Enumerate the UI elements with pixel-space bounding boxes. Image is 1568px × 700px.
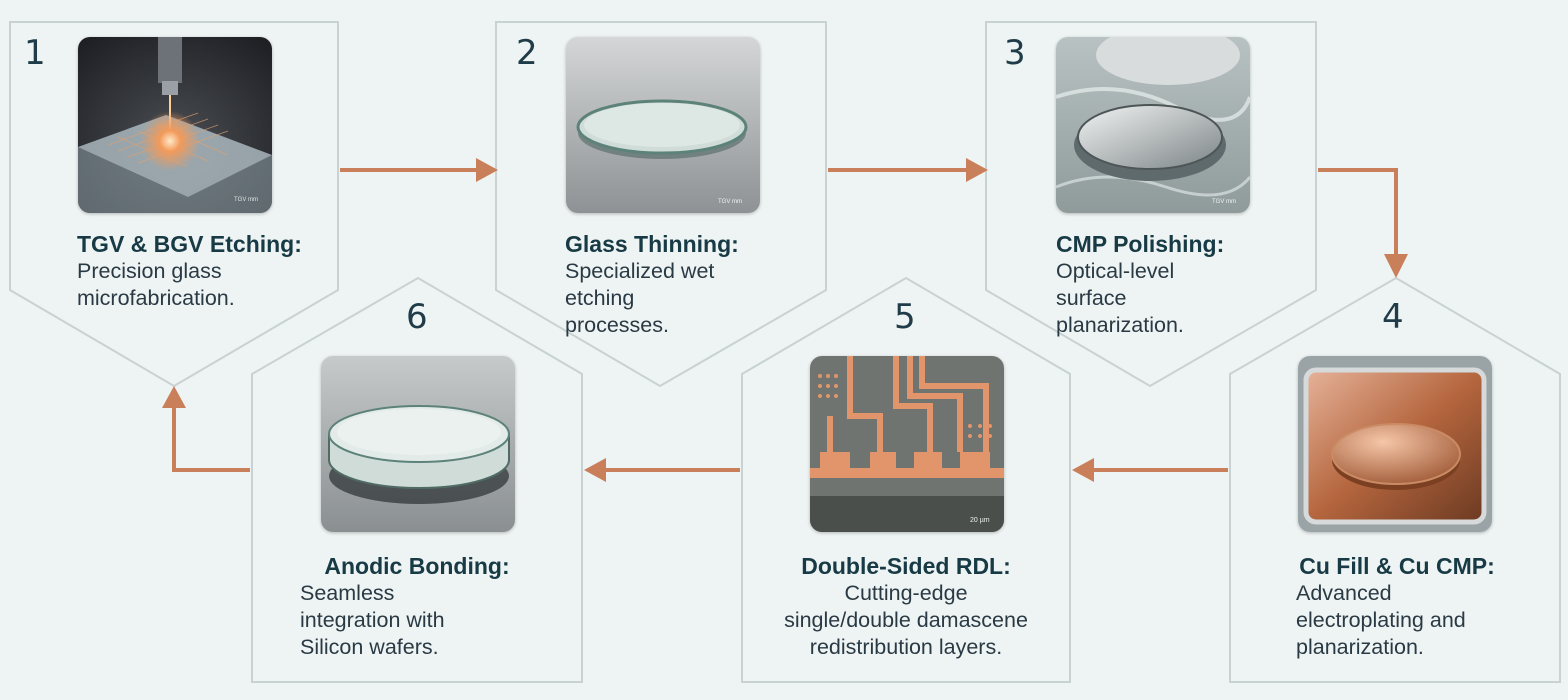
laser-etching-image: TGV mm xyxy=(78,37,272,213)
step-description: Specialized wet etching processes. xyxy=(565,258,739,339)
arrowhead-1 xyxy=(162,386,186,408)
step-1-label: TGV & BGV Etching: Precision glass micro… xyxy=(77,230,302,312)
step-description: Precision glass microfabrication. xyxy=(77,258,302,312)
step-title: TGV & BGV Etching: xyxy=(77,230,302,258)
step-6-label: Anodic Bonding: Seamless integration wit… xyxy=(272,552,562,661)
arrowhead-6 xyxy=(584,458,606,482)
glass-wafer-image: TGV mm xyxy=(566,37,760,213)
step-title: Anodic Bonding: xyxy=(272,552,562,580)
step-title: Cu Fill & Cu CMP: xyxy=(1262,552,1532,580)
arrowhead-5 xyxy=(1072,458,1094,482)
svg-text:TGV mm: TGV mm xyxy=(1212,199,1236,205)
step-title: CMP Polishing: xyxy=(1056,230,1224,258)
copper-plating-image xyxy=(1298,356,1492,532)
step-description: Advanced electroplating and planarizatio… xyxy=(1262,580,1532,661)
svg-text:TGV mm: TGV mm xyxy=(234,197,258,203)
step-2-label: Glass Thinning: Specialized wet etching … xyxy=(565,230,739,339)
cmp-polishing-image: TGV mm xyxy=(1056,37,1250,213)
bonded-wafer-image xyxy=(321,356,515,532)
arrowhead-2 xyxy=(476,158,498,182)
arrowhead-3 xyxy=(966,158,988,182)
svg-text:20 µm: 20 µm xyxy=(970,517,990,524)
step-description: Optical-level surface planarization. xyxy=(1056,258,1224,339)
arrow-6-to-1 xyxy=(174,408,250,470)
step-description: Cutting-edge single/double damascene red… xyxy=(756,580,1056,661)
step-number: 3 xyxy=(1004,36,1026,70)
step-description: Seamless integration with Silicon wafers… xyxy=(272,580,562,661)
step-number: 5 xyxy=(894,300,916,334)
step-5-label: Double-Sided RDL: Cutting-edge single/do… xyxy=(756,552,1056,661)
step-number: 2 xyxy=(516,36,538,70)
arrowhead-4 xyxy=(1384,254,1408,278)
step-3-label: CMP Polishing: Optical-level surface pla… xyxy=(1056,230,1224,339)
svg-text:TGV mm: TGV mm xyxy=(718,199,742,205)
arrow-3-to-4 xyxy=(1318,170,1396,254)
step-number: 1 xyxy=(24,36,46,70)
step-number: 4 xyxy=(1382,300,1404,334)
step-number: 6 xyxy=(406,300,428,334)
rdl-microscope-image: 20 µm xyxy=(810,356,1004,532)
step-title: Double-Sided RDL: xyxy=(756,552,1056,580)
step-title: Glass Thinning: xyxy=(565,230,739,258)
step-4-label: Cu Fill & Cu CMP: Advanced electroplatin… xyxy=(1262,552,1532,661)
